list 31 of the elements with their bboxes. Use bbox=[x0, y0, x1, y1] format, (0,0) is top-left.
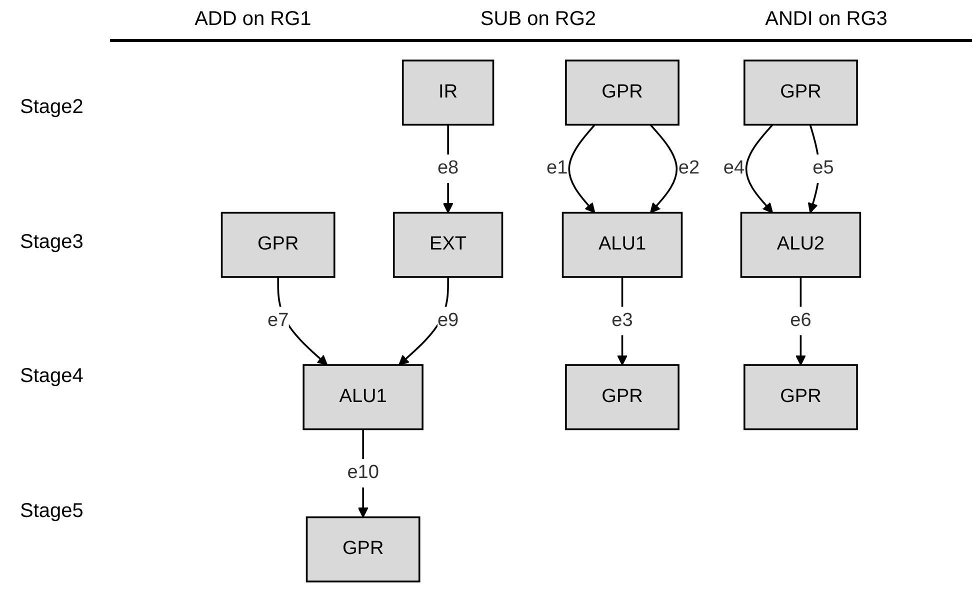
node-box: IR bbox=[402, 59, 494, 126]
edge-label: e6 bbox=[790, 310, 812, 330]
node-box: GPR bbox=[220, 211, 336, 278]
edge-label: e8 bbox=[437, 158, 459, 178]
node-box: EXT bbox=[392, 211, 504, 278]
edge-label: e3 bbox=[612, 310, 633, 330]
edge-label: e2 bbox=[678, 158, 700, 178]
node-box: GPR bbox=[306, 516, 420, 582]
edge-label: e1 bbox=[546, 158, 568, 178]
column-heading: ANDI on RG3 bbox=[765, 8, 888, 31]
stage-label: Stage3 bbox=[20, 230, 84, 254]
column-heading: ADD on RG1 bbox=[194, 8, 312, 31]
arrow bbox=[650, 124, 678, 213]
stage-label: Stage5 bbox=[20, 500, 84, 524]
node-box: GPR bbox=[744, 59, 858, 126]
column-heading: SUB on RG2 bbox=[480, 8, 596, 31]
node-box: ALU2 bbox=[740, 211, 862, 278]
stage-label: Stage2 bbox=[20, 96, 84, 119]
node-box: GPR bbox=[565, 59, 680, 126]
edge-label: e9 bbox=[437, 310, 459, 330]
node-box: GPR bbox=[744, 364, 858, 430]
edge-label: e4 bbox=[723, 158, 745, 178]
node-box: ALU1 bbox=[562, 211, 683, 278]
node-box: ALU1 bbox=[302, 364, 424, 430]
arrow bbox=[568, 124, 596, 213]
edge-label: e7 bbox=[268, 310, 289, 330]
arrow bbox=[745, 124, 774, 213]
stage-label: Stage4 bbox=[20, 365, 84, 388]
edge-label: e10 bbox=[347, 462, 379, 482]
node-box: GPR bbox=[565, 364, 680, 430]
edge-label: e5 bbox=[812, 158, 834, 178]
